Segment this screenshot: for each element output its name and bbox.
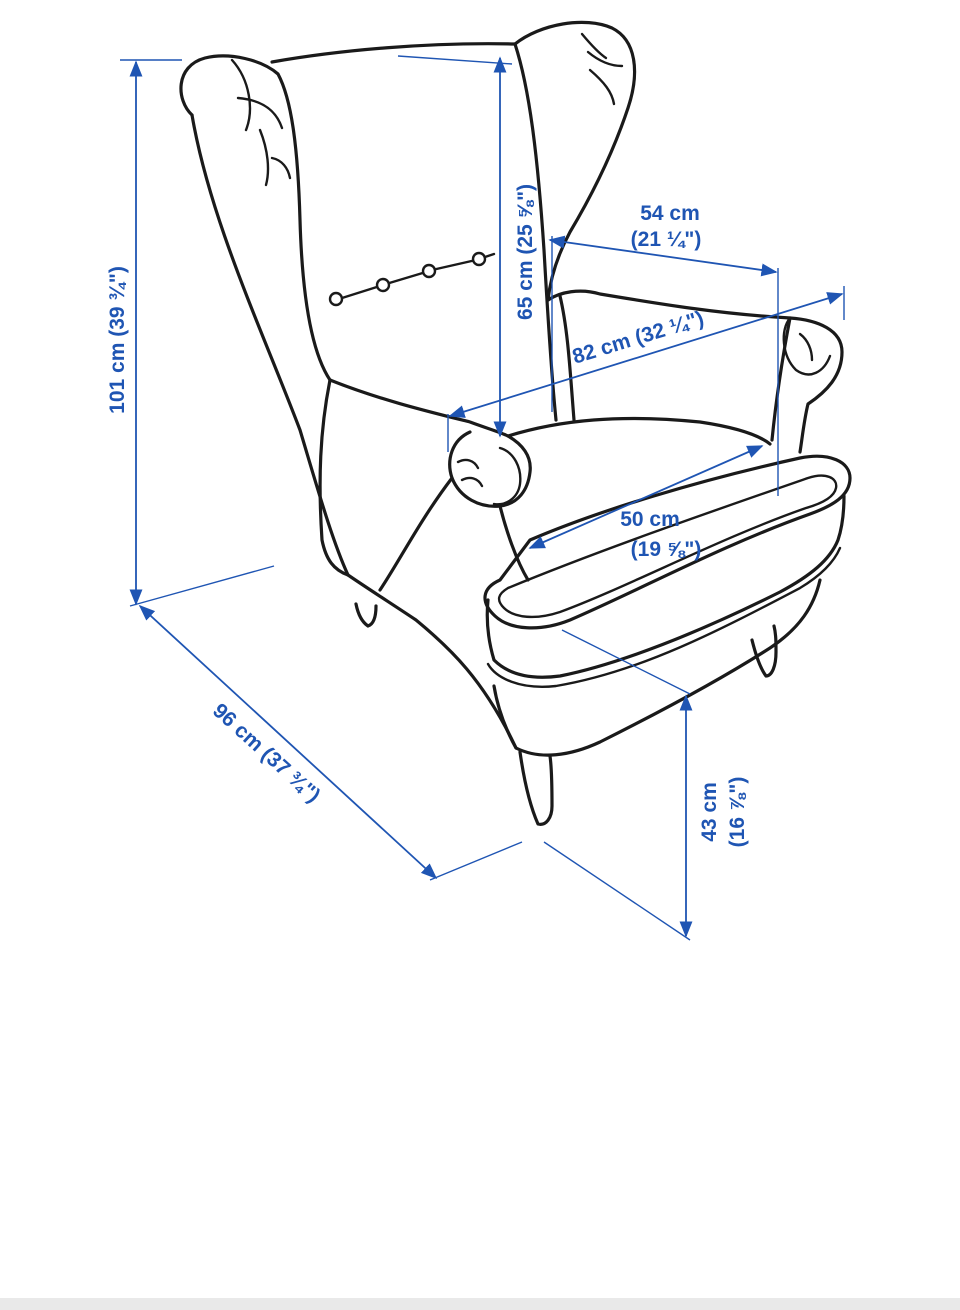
back-top-edge [270,42,517,64]
overall-depth-line [138,604,438,880]
seat-height-label-line2: (16 ⅞") [726,777,749,848]
seat-depth-label-line1: 54 cm [640,202,700,225]
overall-height-dimension: 101 cm (39 ¾") [106,59,275,607]
back-height-ext-top [397,55,513,65]
overall-depth-dimension: 96 cm (37 ¾") [138,604,523,881]
left-side-body [346,573,518,750]
tufting-buttons [328,251,496,307]
back-height-dimension: 65 cm (25 ⅝") [397,55,537,438]
left-armrest-body [378,476,530,592]
right-wing-roll [580,32,624,106]
front-skirt [492,578,822,757]
front-right-leg [750,624,778,678]
overall-width-line [448,292,844,418]
left-armrest-roll [456,446,522,506]
seat-height-dimension: 43 cm (16 ⅞") [543,629,749,941]
seat-height-ext-bottom [543,841,691,941]
overall-width-dimension: 82 cm (32 ¼") [447,286,845,452]
seat-width-dimension: 50 cm (19 ⅝") [528,445,764,561]
seat-depth-label-line2: (21 ¼") [631,228,702,251]
seat-piping [486,546,842,688]
inner-back [328,378,510,438]
overall-width-label: 82 cm (32 ¼") [570,307,707,369]
back-height-label: 65 cm (25 ⅝") [514,184,537,320]
armchair-drawing [179,20,852,826]
seat-width-label-line1: 50 cm [620,508,680,531]
dimension-annotations: 101 cm (39 ¾") 65 cm (25 ⅝") 54 cm (21 ¼… [106,55,845,941]
seat-height-label-line1: 43 cm [698,782,721,842]
overall-depth-label: 96 cm (37 ¾") [208,699,324,807]
seat-front [485,494,846,679]
side-bottom [318,378,350,577]
bottom-bar [0,1298,960,1310]
left-wing-roll [230,58,292,187]
seat-back-junction [506,416,772,446]
left-wing-outer-edge [190,113,350,577]
seat-depth-line [548,235,778,277]
seat-height-ext-top [561,629,691,695]
overall-depth-ext-front [429,841,523,881]
back-left-leg [354,602,378,628]
overall-height-ext-bottom [129,565,275,607]
overall-height-label: 101 cm (39 ¾") [106,266,129,414]
seat-width-line [528,445,764,549]
seat-width-label-line2: (19 ⅝") [631,538,702,561]
front-left-leg [518,750,554,826]
left-wing [179,54,332,382]
